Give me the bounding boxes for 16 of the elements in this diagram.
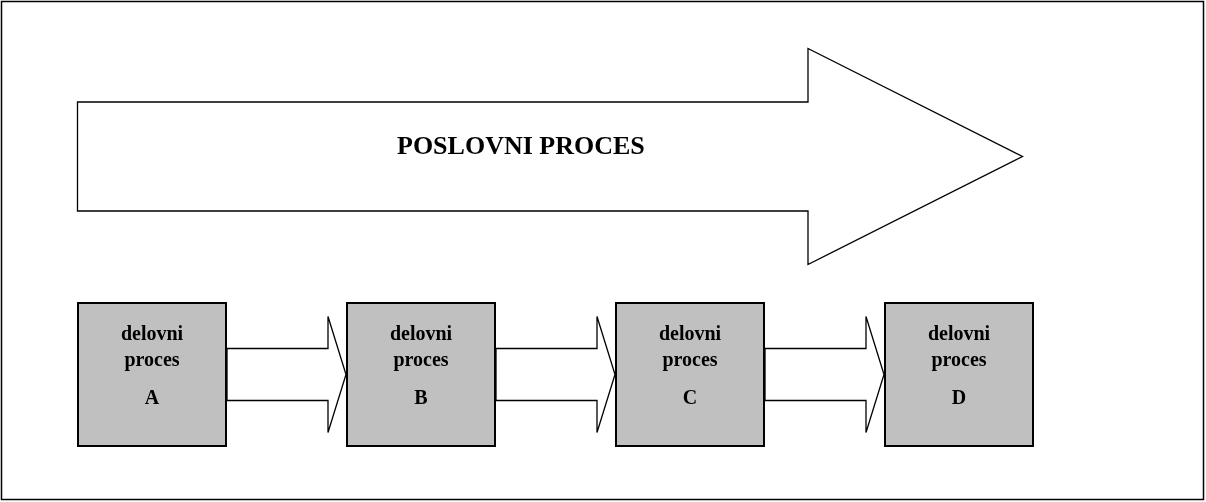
arrow-label: POSLOVNI PROCES xyxy=(397,131,645,161)
process-letter: B xyxy=(414,386,428,409)
process-box xyxy=(346,302,496,447)
process-label: delovni proces xyxy=(657,321,723,372)
block-arrow-connector xyxy=(764,315,885,434)
process-box xyxy=(77,302,227,447)
process-letter: A xyxy=(144,386,160,409)
process-label: delovni proces xyxy=(119,321,185,372)
block-arrow-connector xyxy=(495,315,616,434)
process-box xyxy=(884,302,1034,447)
block-arrow-connector xyxy=(226,315,347,434)
process-letter: C xyxy=(682,386,698,409)
process-label: delovni proces xyxy=(926,321,992,372)
process-label: delovni proces xyxy=(388,321,454,372)
process-box xyxy=(615,302,765,447)
process-letter: D xyxy=(951,386,967,409)
